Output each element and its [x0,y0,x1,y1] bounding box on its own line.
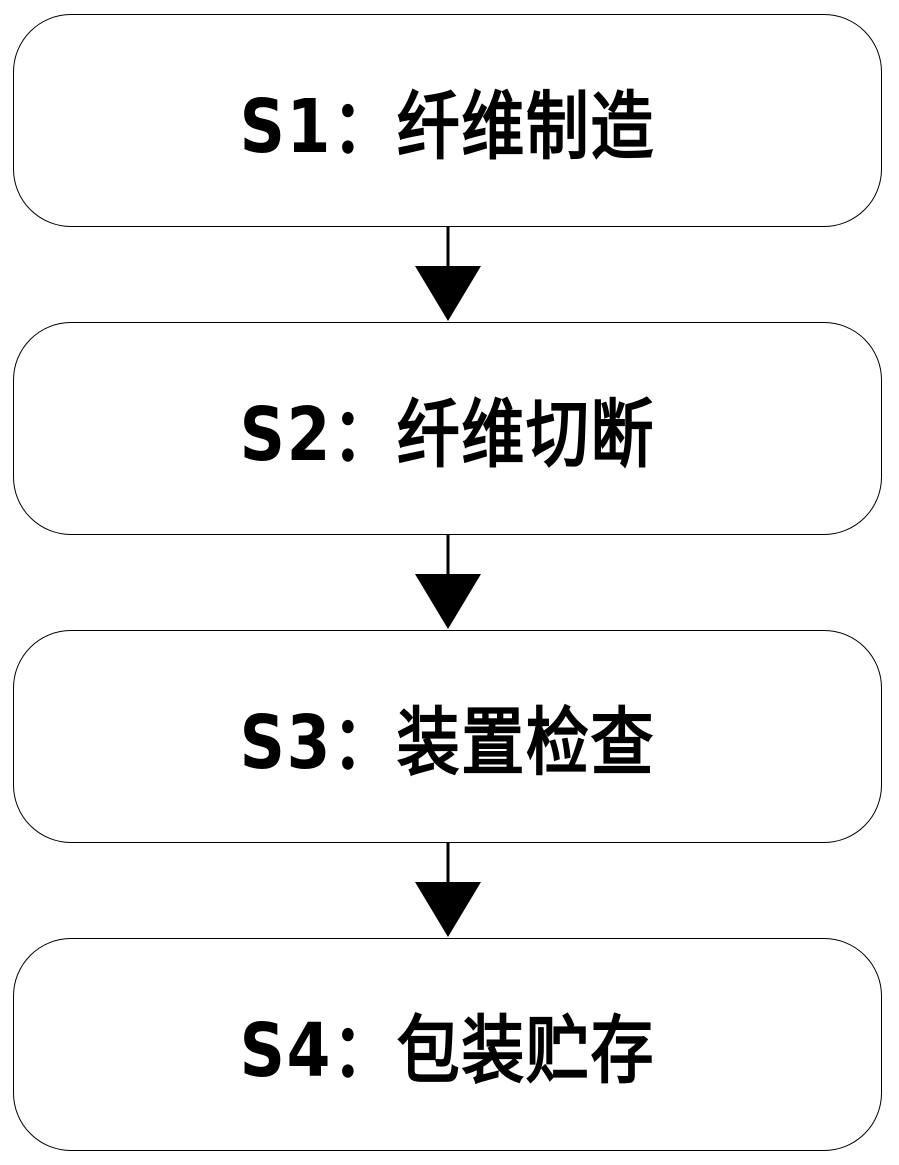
step-label-s3: S3：装置检查 [240,683,655,790]
step-box-s2: S2：纤维切断 [13,322,882,535]
step-label-s4: S4：包装贮存 [240,991,655,1098]
arrow-s3-to-s4 [415,843,481,937]
step-label-s2: S2：纤维切断 [240,375,655,482]
step-box-s1: S1：纤维制造 [13,14,882,227]
arrow-s1-to-s2 [415,227,481,321]
arrow-head-3 [415,882,481,937]
arrow-s2-to-s3 [415,535,481,629]
arrow-head-1 [415,266,481,321]
step-box-s4: S4：包装贮存 [13,938,882,1151]
step-box-s3: S3：装置检查 [13,630,882,843]
step-label-s1: S1：纤维制造 [240,67,655,174]
arrow-head-2 [415,574,481,629]
